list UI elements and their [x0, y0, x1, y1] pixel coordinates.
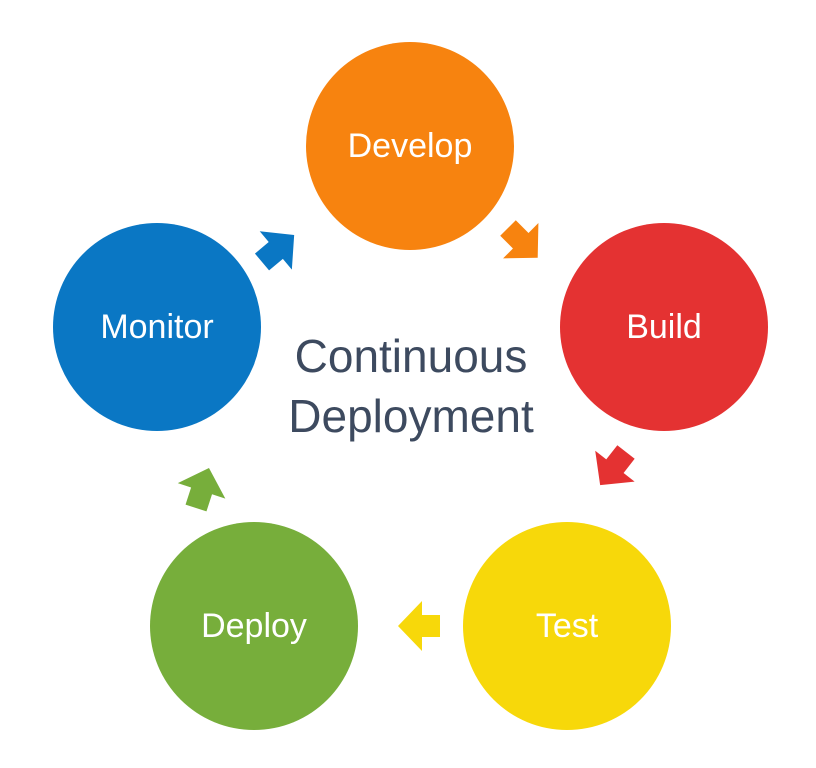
- stage-monitor: Monitor: [53, 223, 261, 431]
- arrow-build-to-test: [595, 445, 635, 486]
- stage-monitor-label: Monitor: [100, 308, 213, 346]
- stage-develop-circle: [306, 42, 514, 250]
- arrow-develop-to-build: [500, 220, 539, 259]
- arrow-monitor-to-develop: [254, 231, 295, 271]
- stage-deploy-label: Deploy: [201, 607, 307, 645]
- arrow-test-to-deploy: [398, 601, 440, 651]
- stage-test: Test: [463, 522, 671, 730]
- arrow-deploy-to-monitor: [177, 468, 226, 512]
- stage-test-label: Test: [536, 607, 599, 645]
- stage-develop: Develop: [306, 42, 514, 250]
- stage-develop-label: Develop: [348, 127, 473, 165]
- stage-deploy-circle: [150, 522, 358, 730]
- stage-build: Build: [560, 223, 768, 431]
- stage-test-circle: [463, 522, 671, 730]
- center-title-line1: Continuous: [295, 330, 528, 382]
- center-title-line2: Deployment: [288, 390, 534, 442]
- stage-deploy: Deploy: [150, 522, 358, 730]
- cycle-arrows: [177, 220, 635, 651]
- stage-build-circle: [560, 223, 768, 431]
- center-title: Continuous Deployment: [288, 330, 534, 442]
- stage-monitor-circle: [53, 223, 261, 431]
- stage-build-label: Build: [626, 308, 702, 346]
